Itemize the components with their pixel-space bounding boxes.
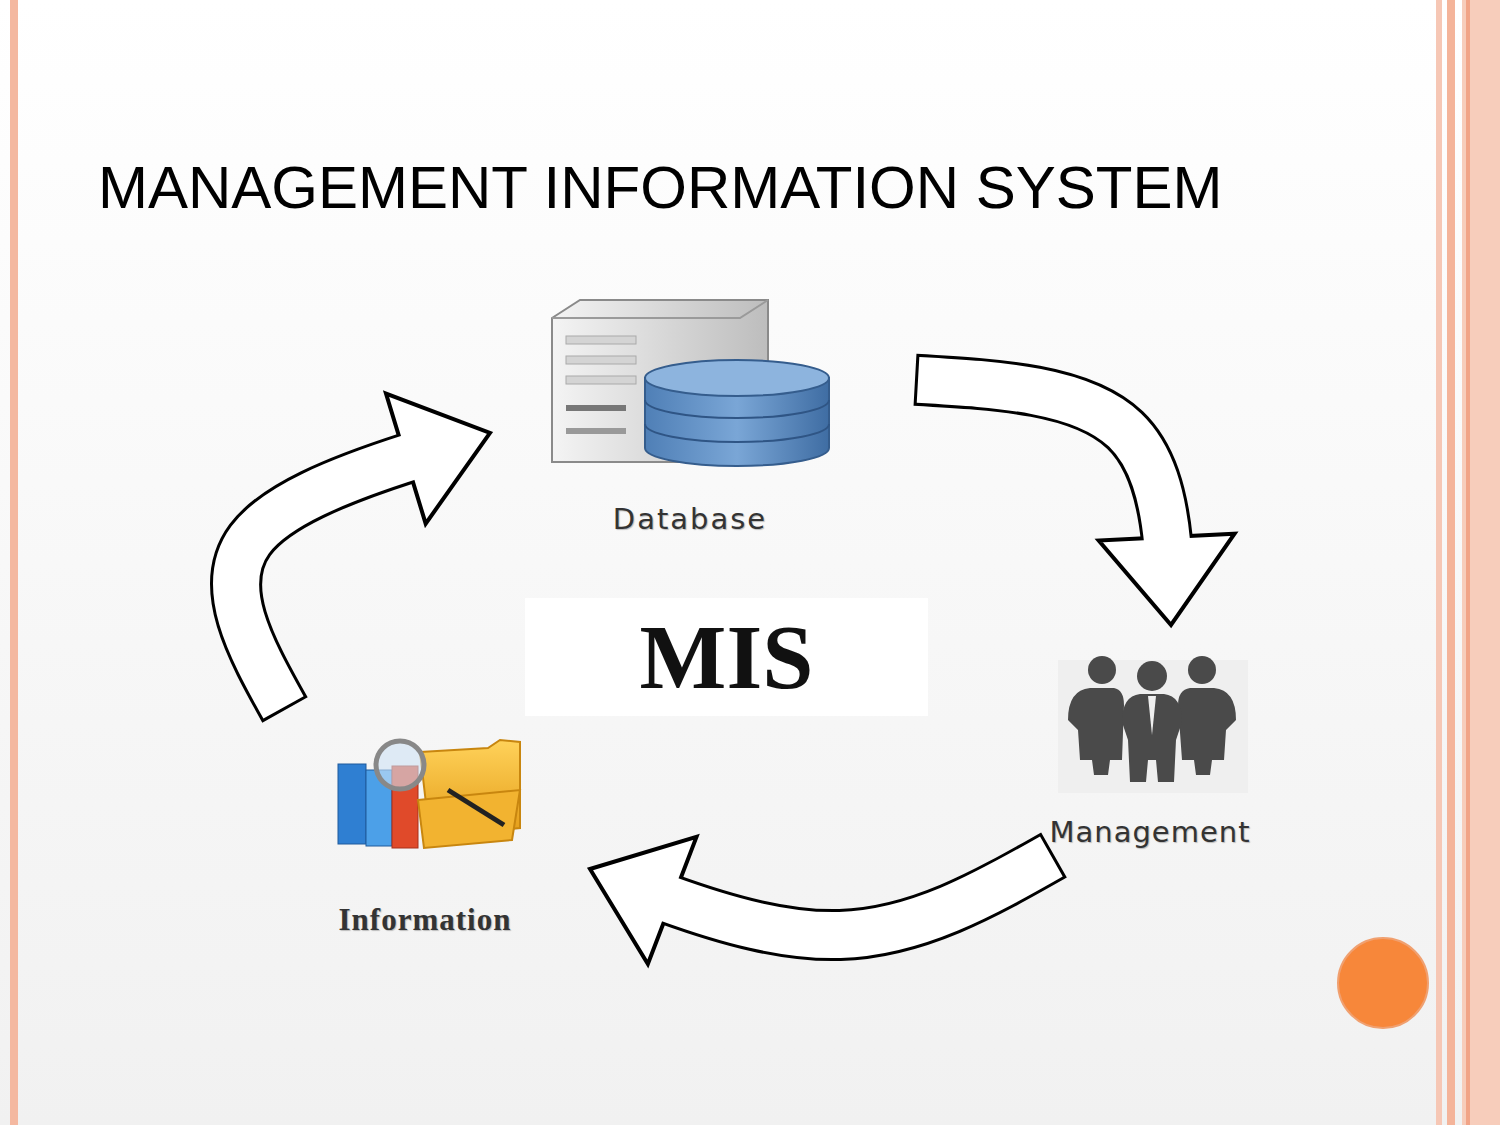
slide-dot xyxy=(1338,938,1428,1028)
slide-border xyxy=(1447,0,1455,1125)
mis-box: MIS xyxy=(525,598,928,716)
database-node: Database xyxy=(545,295,835,537)
folder-icon xyxy=(338,740,520,848)
flow-arrow xyxy=(915,380,1235,625)
node-label: Database xyxy=(613,502,767,537)
management-node: Management xyxy=(1000,650,1300,850)
people-icon xyxy=(1058,656,1248,793)
slide-border xyxy=(1462,0,1500,1125)
information-node: Information xyxy=(285,735,565,938)
arrow-body xyxy=(590,855,1054,935)
flow-arrow xyxy=(590,837,1054,964)
slide-border xyxy=(1466,0,1470,1125)
database-icon xyxy=(552,300,829,466)
flow-arrow xyxy=(236,394,490,710)
node-label: Management xyxy=(1049,815,1250,850)
arrow-head xyxy=(1099,534,1235,625)
arrow-outline xyxy=(915,380,1171,625)
arrow-body xyxy=(915,380,1171,625)
arrow-body xyxy=(236,433,490,710)
node-label: Information xyxy=(339,901,512,938)
slide-border xyxy=(10,0,18,1125)
node-label: MIS xyxy=(640,602,814,712)
slide-border xyxy=(1436,0,1442,1125)
slide-title: MANAGEMENT INFORMATION SYSTEM xyxy=(98,152,1223,224)
